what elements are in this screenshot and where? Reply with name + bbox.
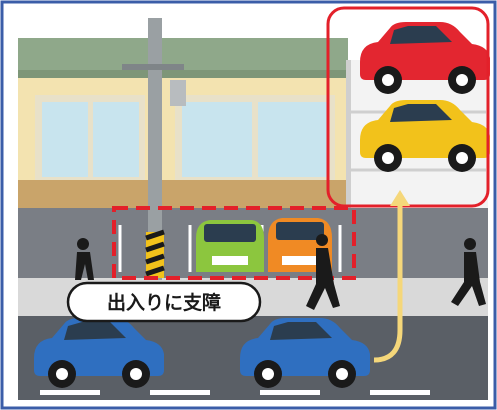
utility-pole [122, 18, 186, 280]
car-hubcap [336, 368, 348, 380]
car-hubcap [262, 368, 274, 380]
car-hubcap [382, 152, 394, 164]
license-plate [282, 256, 318, 265]
pedestrian-middle [306, 234, 340, 310]
lane-dash [260, 390, 320, 395]
lot-fence-post [346, 60, 351, 210]
entry-arrow [373, 190, 410, 363]
car-red [360, 22, 490, 94]
lane-dash [370, 390, 430, 395]
building-roof-edge [18, 70, 348, 78]
lane-dash [40, 390, 100, 395]
obstruction-callout: 出入りに支障 [66, 281, 262, 323]
license-plate [212, 256, 248, 265]
shop-window-pane [93, 102, 139, 177]
shop-window-pane [182, 102, 252, 177]
shop-window-pane [258, 102, 328, 177]
shop-building [18, 38, 348, 208]
callout-label: 出入りに支障 [107, 291, 221, 314]
highlight-front-parking [112, 206, 356, 280]
car-hubcap [456, 74, 468, 86]
parked-car-green [196, 220, 264, 272]
callout-bubble [66, 281, 262, 323]
building-band [18, 180, 348, 208]
pedestrian-left [75, 238, 94, 280]
arrow-path [373, 204, 403, 363]
pedestrian-right [451, 238, 486, 306]
car-yellow [360, 100, 490, 172]
car-windshield [276, 222, 324, 240]
car-windshield [204, 224, 256, 242]
car-hubcap [130, 368, 142, 380]
car-blue-left [34, 318, 164, 388]
shop-window-pane [42, 102, 88, 177]
arrow-head [390, 190, 410, 206]
lane-dash [150, 390, 210, 395]
pedestrians [75, 234, 486, 310]
car-window [390, 104, 452, 122]
car-window [64, 322, 126, 340]
car-window [270, 322, 332, 340]
car-hubcap [382, 74, 394, 86]
pole-guard-stripes [145, 229, 165, 277]
pole-crossarm [122, 64, 184, 70]
car-blue-right [240, 318, 370, 388]
lane-markings [40, 390, 430, 395]
car-window [390, 26, 452, 44]
car-hubcap [56, 368, 68, 380]
pole-shaft [148, 18, 162, 280]
car-hubcap [456, 152, 468, 164]
pole-transformer [170, 80, 186, 106]
